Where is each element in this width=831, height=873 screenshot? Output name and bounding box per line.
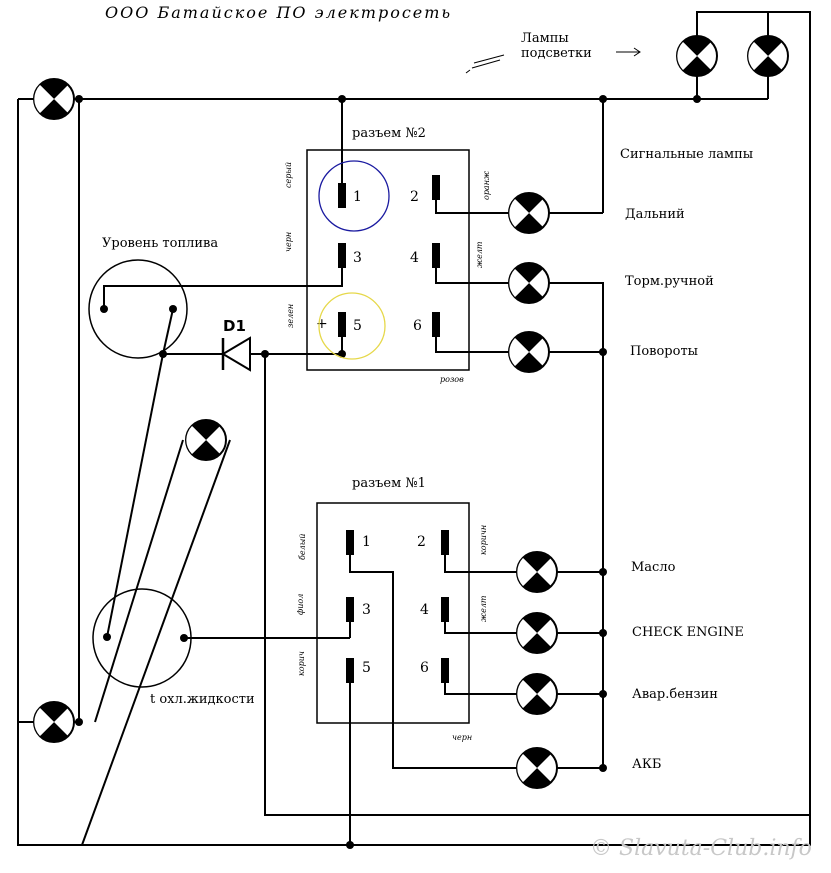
lamp-battery (516, 747, 558, 789)
fuel-gauge-label: Уровень топлива (102, 236, 218, 251)
connector-2-pin-6-label: 6 (413, 318, 422, 334)
connector-2-pin-1-label: 1 (353, 189, 362, 205)
turns-label: Повороты (630, 344, 698, 359)
connector-1-pin-4 (441, 597, 449, 622)
connector-1-pin-5-label: 5 (362, 660, 371, 676)
connector-2-housing (306, 149, 470, 371)
diode-label: D1 (223, 317, 246, 335)
pin-1-highlight (318, 160, 390, 232)
connector-1-pin-2 (441, 530, 449, 555)
wires (17, 11, 811, 846)
battery-label: АКБ (632, 757, 661, 772)
coolant-gauge-label: t охл.жидкости (150, 692, 255, 707)
connector-2-pin-3-label: 3 (353, 250, 362, 266)
backlight-arrow-right (616, 47, 641, 57)
backlight-label-line-2: подсветки (521, 46, 592, 61)
connector-1-note-4: желт (479, 595, 488, 622)
lamp-fuel-reserve (516, 673, 558, 715)
connector-1-pin-6 (441, 658, 449, 683)
connector-1-pin-4-label: 4 (420, 602, 429, 618)
connector-2-note-3: черн (284, 232, 293, 252)
connector-2-pin-6 (432, 312, 440, 337)
lamp-coolant (185, 419, 227, 461)
connector-2-plus-mark: + (316, 316, 328, 332)
coolant-gauge: t охл.жидкости (92, 588, 255, 707)
handbrake-label: Торм.ручной (625, 274, 714, 289)
connector-2-note-1: серый (284, 162, 293, 188)
connector-2-note-2: оранж (482, 171, 491, 200)
connector-2-pin-2-label: 2 (410, 189, 419, 205)
pin-5-highlight (318, 292, 386, 360)
connector-1: разъем №1 1 2 3 4 5 6 белый коричн фиол … (296, 476, 488, 742)
connector-1-note-2: коричн (479, 525, 488, 555)
connector-2-pin-1 (338, 183, 346, 208)
connector-1-pin-3-label: 3 (362, 602, 371, 618)
connector-1-pin-5 (346, 658, 354, 683)
connector-1-pin-6-label: 6 (420, 660, 429, 676)
connector-2-note-4: желт (475, 241, 484, 268)
check-engine-label: CHECK ENGINE (632, 625, 744, 640)
backlight-arrow-left (465, 54, 505, 74)
lamp-high-beam (508, 192, 550, 234)
connector-1-pin-2-label: 2 (417, 534, 426, 550)
connector-2-pin-3 (338, 243, 346, 268)
watermark: © Slavuta-Club.info (590, 836, 812, 861)
connector-2-pin-5 (338, 312, 346, 337)
connector-2-pin-5-label: 5 (353, 318, 362, 334)
lamp-check-engine (516, 612, 558, 654)
lamp-backlight-1 (676, 35, 718, 77)
connector-1-pin-3 (346, 597, 354, 622)
header-title: ООО Батайское ПО электросеть (105, 3, 452, 22)
lamp-handbrake (508, 262, 550, 304)
connector-2-pin-2 (432, 175, 440, 200)
oil-label: Масло (631, 560, 676, 575)
lamp-top-left (33, 78, 75, 120)
connector-2-pin-4 (432, 243, 440, 268)
connector-1-note-5: корич (297, 651, 306, 676)
high-beam-label: Дальний (625, 207, 685, 222)
connector-2-pin-4-label: 4 (410, 250, 419, 266)
connector-2-note-6: розов (440, 375, 464, 384)
junctions (75, 95, 701, 849)
connector-1-housing (316, 502, 470, 724)
signal-lamps-label: Сигнальные лампы (620, 147, 753, 162)
connector-2-note-5: зелен (286, 304, 295, 328)
lamp-backlight-2 (747, 35, 789, 77)
connector-2-title: разъем №2 (352, 126, 426, 141)
connector-1-pin-1-label: 1 (362, 534, 371, 550)
diode-d1: D1 (221, 317, 262, 372)
connector-1-note-3: фиол (296, 594, 305, 615)
outer-loop-wire (17, 11, 811, 846)
backlight-label-line-1: Лампы (521, 31, 569, 46)
fuel-gauge: Уровень топлива (88, 236, 218, 359)
fuel-reserve-label: Авар.бензин (632, 687, 718, 702)
connector-1-title: разъем №1 (352, 476, 426, 491)
connector-2: разъем №2 1 2 3 4 5 6 + серый оранж черн… (284, 126, 491, 384)
lamp-oil (516, 551, 558, 593)
lamp-turns (508, 331, 550, 373)
lamp-labels: Лампы подсветки Сигнальные лампы Дальний… (465, 31, 753, 772)
connector-1-note-6: черн (452, 733, 472, 742)
connector-1-pin-1 (346, 530, 354, 555)
lamp-bottom-left (33, 701, 75, 743)
connector-1-note-1: белый (298, 534, 307, 560)
